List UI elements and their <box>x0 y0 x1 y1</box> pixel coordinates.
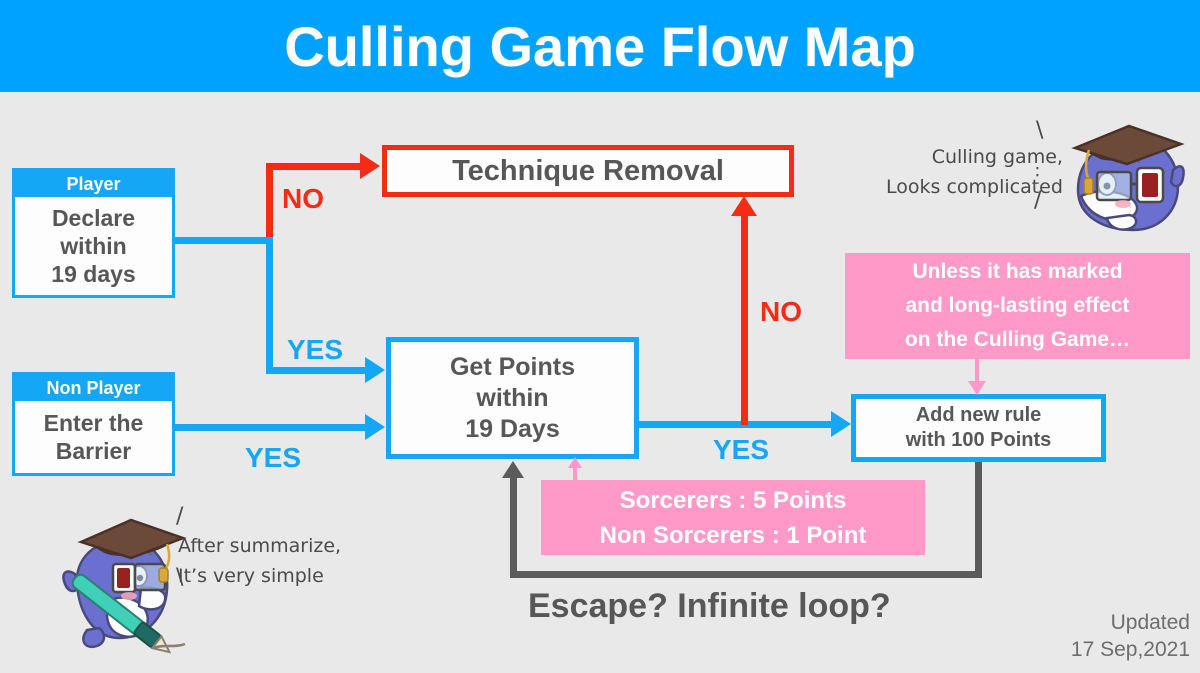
node-add-new-rule-line-2: with 100 Points <box>905 429 1052 451</box>
loop-edge-left-vertical <box>510 477 517 575</box>
node-get-points[interactable]: Get Points within 19 Days <box>386 337 639 459</box>
edge-player-stub <box>175 237 272 244</box>
loop-arrowhead-icon <box>502 461 524 478</box>
speech-colon-icon: ∶ <box>1035 162 1040 183</box>
header-banner: Culling Game Flow Map <box>0 0 1200 92</box>
node-player[interactable]: Player Declare within 19 days <box>12 168 175 298</box>
edge-yes-player-vertical <box>266 237 273 374</box>
mascot-bottom-left-speech: After summarize, It’s very simple <box>178 531 341 591</box>
note-unless-marked: Unless it has marked and long-lasting ef… <box>845 253 1190 359</box>
edge-no-horizontal <box>266 163 366 170</box>
mascot-dolphin-writer-icon <box>55 518 195 658</box>
pink-arrowhead-unless-icon <box>968 381 986 395</box>
node-player-body: Declare within 19 days <box>15 197 172 295</box>
node-get-points-line-1: Get Points <box>449 352 575 381</box>
note-points-line-1: Sorcerers : 5 Points <box>619 486 847 514</box>
edge-non-player-horizontal <box>175 424 371 431</box>
note-unless-line-3: on the Culling Game… <box>904 328 1131 351</box>
updated-label: Updated <box>1110 611 1190 634</box>
speech-tick-bottom-icon: / <box>1034 188 1042 213</box>
edge-yes-player-horizontal <box>266 367 370 374</box>
edge-yes-player-arrowhead-icon <box>365 357 385 383</box>
edge-get-points-to-add-rule <box>639 421 837 428</box>
mascot-bottom-left-speech-line-1: After summarize, <box>178 535 342 557</box>
note-unless-line-2: and long-lasting effect <box>905 294 1130 317</box>
edge-non-player-arrowhead-icon <box>365 414 385 440</box>
node-player-line-3: 19 days <box>51 261 136 287</box>
edge-no-right-arrowhead-icon <box>731 196 757 216</box>
loop-edge-right-vertical <box>975 462 982 578</box>
node-technique-removal[interactable]: Technique Removal <box>382 145 794 197</box>
mascot-top-right-speech: Culling game, Looks complicated <box>886 142 1063 202</box>
node-player-line-1: Declare <box>51 205 136 231</box>
node-player-line-2: within <box>60 233 127 259</box>
speech-tick-top-icon: \ <box>1036 118 1044 143</box>
node-get-points-line-3: 19 Days <box>465 414 560 443</box>
edge-label-yes-non-player: YES <box>245 442 302 473</box>
mascot-dolphin-graduate-icon <box>1045 112 1185 247</box>
mascot-top-right-speech-line-1: Culling game, <box>931 146 1063 168</box>
pink-connector-points <box>573 466 577 482</box>
pink-arrowhead-points-icon <box>568 457 582 468</box>
pink-connector-unless <box>975 359 979 383</box>
speech-tick-bl-bottom-icon: \ <box>176 565 184 590</box>
note-points-line-2: Non Sorcerers : 1 Point <box>599 521 867 549</box>
node-technique-removal-label: Technique Removal <box>452 154 724 187</box>
node-get-points-line-2: within <box>476 383 549 412</box>
edge-no-vertical <box>266 163 273 243</box>
node-non-player-body: Enter the Barrier <box>15 401 172 473</box>
node-player-caption: Player <box>66 174 121 194</box>
edge-get-points-arrowhead-icon <box>831 411 851 437</box>
loop-caption: Escape? Infinite loop? <box>528 587 891 625</box>
node-non-player-line-1: Enter the <box>43 410 144 436</box>
node-non-player-line-2: Barrier <box>55 438 132 464</box>
edge-label-yes-bottom: YES <box>713 434 770 465</box>
node-add-new-rule-line-1: Add new rule <box>915 404 1042 426</box>
speech-tick-bl-top-icon: / <box>176 504 184 529</box>
mascot-top-right-speech-line-2: Looks complicated <box>886 176 1063 198</box>
updated-date: 17 Sep,2021 <box>1070 638 1190 661</box>
page-title: Culling Game Flow Map <box>284 14 916 78</box>
node-non-player-caption: Non Player <box>46 378 141 398</box>
edge-label-no-top: NO <box>282 183 324 214</box>
note-points-breakdown: Sorcerers : 5 Points Non Sorcerers : 1 P… <box>541 480 925 555</box>
edge-label-yes-player: YES <box>287 334 344 365</box>
edge-no-arrowhead-icon <box>360 153 380 179</box>
edge-label-no-right: NO <box>760 296 802 327</box>
updated-stamp: Updated 17 Sep,2021 <box>940 609 1190 663</box>
note-unless-line-1: Unless it has marked <box>912 260 1123 283</box>
edge-no-right-vertical <box>741 216 748 425</box>
mascot-bottom-left-speech-line-2: It’s very simple <box>178 565 324 587</box>
node-add-new-rule[interactable]: Add new rule with 100 Points <box>851 394 1106 462</box>
node-non-player[interactable]: Non Player Enter the Barrier <box>12 372 175 476</box>
loop-edge-bottom-horizontal <box>510 571 982 578</box>
